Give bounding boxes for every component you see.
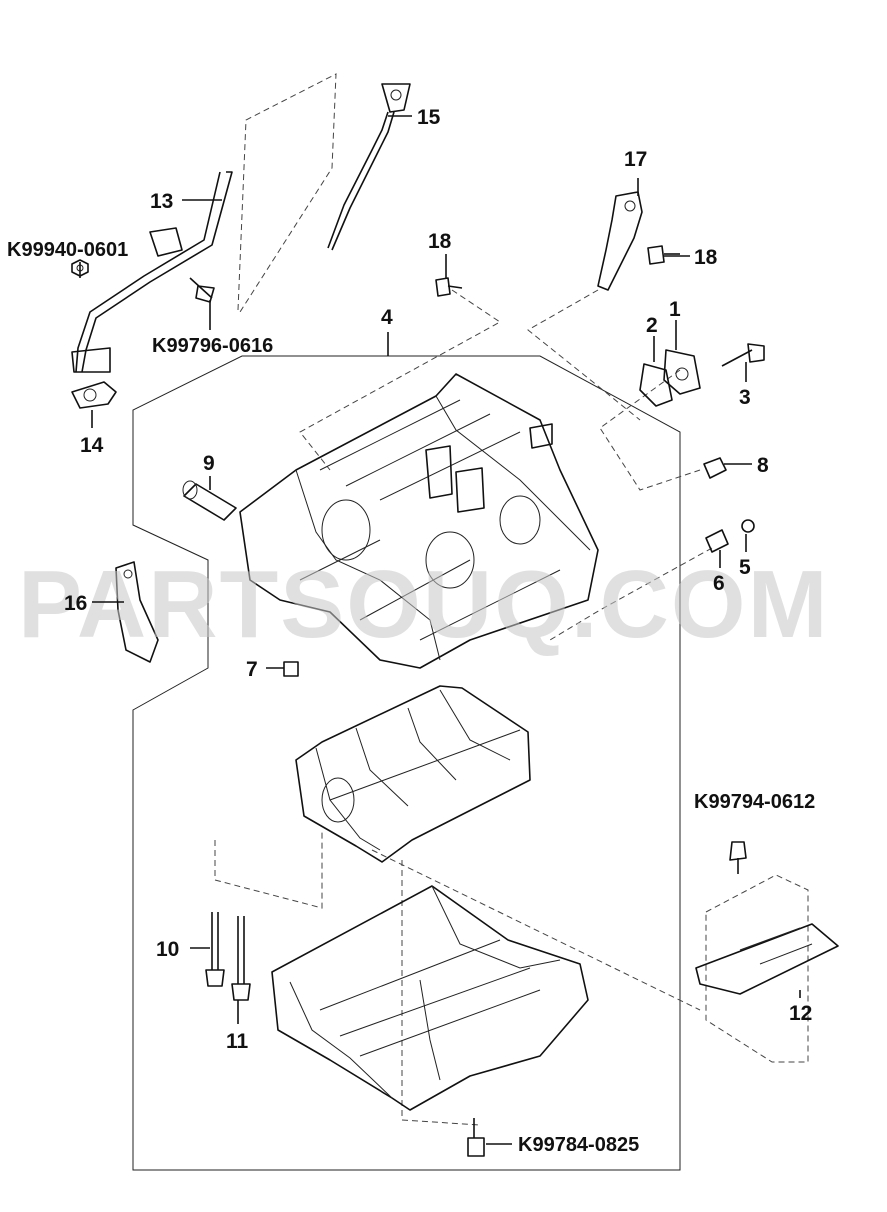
plug-guide: [549, 547, 713, 641]
bolt-11: [231, 916, 251, 1001]
bolt-k99796-0616: [189, 277, 215, 303]
callout-k99794-0612: K99794-0612: [694, 791, 815, 813]
cover-gasket-2: [639, 363, 673, 407]
plug-8: [703, 457, 727, 479]
cover-plate-1: [663, 349, 701, 395]
bolt-10: [205, 912, 225, 987]
callout-1: 1: [669, 298, 681, 321]
callout-10: 10: [156, 938, 179, 961]
bolt-18-left: [435, 277, 463, 297]
callout-15: 15: [417, 106, 441, 129]
callout-12: 12: [789, 1002, 812, 1025]
watermark: PARTSOUQ.COM: [18, 551, 830, 658]
callout-7: 7: [246, 658, 258, 681]
guide-gasket: [71, 381, 117, 409]
callout-18-right: 18: [694, 246, 718, 269]
cover-guide: [599, 369, 701, 491]
callout-8: 8: [757, 454, 769, 477]
oil-level-gauge-guide: [71, 171, 233, 373]
callout-13: 13: [150, 190, 173, 213]
callout-k99784-0825: K99784-0825: [518, 1134, 639, 1156]
cylinder-block-4: [239, 373, 599, 669]
bolt-3: [721, 343, 765, 367]
bolt-k99784-0825: [467, 1118, 485, 1157]
callout-9: 9: [203, 452, 215, 475]
bracket17-guide: [527, 289, 641, 421]
baffle-plate-12: [695, 923, 839, 995]
bolt18-guide: [299, 289, 501, 471]
callout-14: 14: [80, 434, 104, 457]
callout-k99940-0601: K99940-0601: [7, 239, 128, 261]
callout-6: 6: [713, 572, 725, 595]
callout-2: 2: [646, 314, 658, 337]
bracket-17: [597, 191, 643, 291]
bracket-16: [115, 561, 159, 663]
pan-guide-left: [214, 830, 323, 909]
oil-level-gauge: [327, 83, 411, 251]
pan-guide-right: [401, 860, 481, 1126]
callout-3: 3: [739, 386, 751, 409]
callout-k99796-0616: K99796-0616: [152, 335, 273, 357]
pin-6: [705, 529, 729, 553]
callout-11: 11: [226, 1030, 249, 1053]
leader-lines: [79, 115, 801, 1145]
callout-17: 17: [624, 148, 647, 171]
assembly-frame: [132, 355, 681, 1171]
callout-4: 4: [381, 306, 393, 329]
oil-pan: [271, 885, 589, 1111]
dipstick-guide-outline: [237, 73, 337, 313]
plate-guide: [371, 849, 701, 1011]
bolt-18-right: [647, 245, 680, 265]
nut-5: [741, 519, 755, 533]
dowel-9: [182, 480, 237, 521]
pin-7: [283, 661, 299, 677]
bolt-k99794-0612: [729, 841, 747, 874]
plate-box: [705, 874, 809, 1063]
callout-16: 16: [64, 592, 87, 615]
callout-5: 5: [739, 556, 751, 579]
callout-18-left: 18: [428, 230, 452, 253]
lower-crankcase: [295, 685, 531, 863]
